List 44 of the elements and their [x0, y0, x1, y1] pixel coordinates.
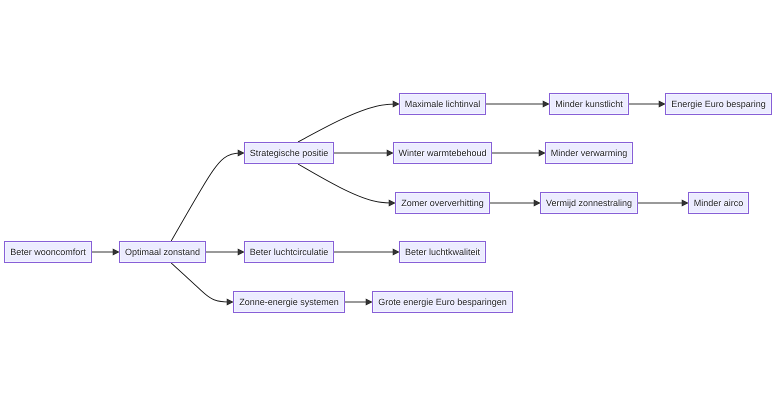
arrow — [344, 298, 373, 306]
arrow — [490, 200, 541, 206]
node-label: Minder kunstlicht — [555, 99, 623, 109]
process-box — [4, 241, 92, 263]
process-box — [372, 291, 513, 313]
process-box — [393, 142, 492, 164]
node-label: Beter luchtcirculatie — [250, 247, 328, 257]
node-label: Energie Euro besparing — [671, 99, 766, 109]
arrow — [628, 100, 666, 108]
arrow — [92, 248, 120, 256]
process-box — [545, 142, 633, 164]
node-label: Beter wooncomfort — [10, 247, 86, 257]
node-label: Strategische positie — [250, 148, 328, 158]
process-box — [399, 241, 486, 263]
node-label: Beter luchtkwaliteit — [404, 247, 480, 257]
process-box — [688, 192, 749, 214]
process-box — [233, 291, 345, 313]
arrow — [170, 262, 234, 306]
node-label: Zonne-energie systemen — [239, 297, 339, 307]
node-label: Vermijd zonnestraling — [546, 198, 632, 208]
process-box — [244, 241, 334, 263]
process-box — [665, 93, 772, 115]
process-box — [399, 93, 486, 115]
node-label: Zomer oververhitting — [401, 198, 484, 208]
arrow — [638, 200, 689, 206]
node-label: Winter warmtebehoud — [398, 148, 487, 158]
arrow — [334, 248, 400, 256]
process-box — [540, 192, 638, 214]
arrow — [486, 100, 550, 108]
process-box — [244, 142, 334, 164]
node-label: Optimaal zonstand — [124, 247, 200, 257]
arrow — [298, 164, 396, 206]
node-label: Minder verwarming — [550, 148, 628, 158]
node-label: Grote energie Euro besparingen — [378, 297, 507, 307]
arrow — [334, 150, 394, 156]
node-label: Minder airco — [694, 198, 744, 208]
node-label: Maximale lichtinval — [404, 99, 480, 109]
arrow — [170, 150, 245, 242]
process-box — [119, 241, 206, 263]
arrow — [492, 150, 546, 156]
process-box — [395, 192, 490, 214]
process-box — [549, 93, 629, 115]
arrow — [298, 100, 400, 142]
arrow — [206, 248, 245, 256]
